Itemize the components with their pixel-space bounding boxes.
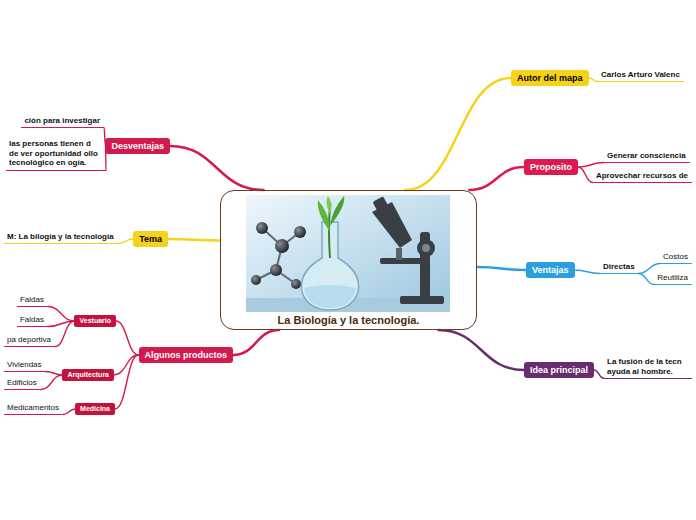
branch-topic: Idea principal [524,362,594,378]
topic-text: Directas [603,262,635,272]
leaf-topic: Directas [600,262,639,275]
topic-text: pa deportiva [7,335,51,345]
topic-text: Proposito [530,162,572,172]
branch-topic: Arquitectura [62,369,114,381]
branch-line [63,409,75,415]
branch-line [469,167,524,190]
topic-text: Viviendas [7,360,42,370]
leaf-topic: Aprovechar recursos de [593,171,692,184]
topic-text: Generar consciencia [607,151,686,161]
topic-text: Faldas [20,315,44,325]
branch-line [438,330,524,370]
leaf-topic: las personas tienen d de ver oportunidad… [6,139,106,171]
branch-line [115,355,139,409]
branch-topic: Algunos productos [139,347,234,363]
leaf-topic: Costos [660,252,692,265]
branch-topic: Vestuario [74,315,116,327]
topic-text: Algunos productos [145,350,228,360]
branch-line [233,330,279,355]
branch-line [170,146,264,190]
leaf-topic: Faldas [17,315,48,328]
leaf-topic: Reutiliza [654,273,692,286]
leaf-topic: La fusión de la tecn ayuda al hombre. [604,357,692,379]
branch-line [55,321,74,347]
branch-line [46,372,63,375]
leaf-topic: M: La bilogía y la tecnología [4,232,118,245]
branch-line [41,375,63,390]
branch-topic: Proposito [524,159,578,175]
branch-line [594,370,604,378]
topic-text: Autor del mapa [517,73,583,83]
topic-text: Carlos Arturo Valenc [601,70,680,80]
leaf-topic: Carlos Arturo Valenc [598,70,684,83]
topic-text: M: La bilogía y la tecnología [7,232,114,242]
topic-text: Ventajas [532,265,569,275]
leaf-topic: Faldas [17,295,48,308]
topic-text: Edificios [7,378,37,388]
branch-line [48,307,74,321]
branch-line [477,267,526,270]
topic-text: ción para investigar [24,116,100,126]
branch-line [589,78,598,82]
topic-text: Costos [663,252,688,262]
topic-text: Aprovechar recursos de [596,171,688,181]
leaf-topic: Medicamentos [4,403,63,416]
branch-line [405,78,511,190]
branch-line [116,321,139,355]
branch-topic: Tema [133,231,168,247]
leaf-topic: Edificios [4,378,41,391]
topic-text: La fusión de la tecn ayuda al hombre. [607,357,688,376]
topic-text: Tema [139,234,162,244]
branch-line [578,163,604,167]
branch-line [168,239,220,240]
topic-text: Medicina [80,405,110,413]
topic-text: La Biología y la tecnología. [278,314,420,326]
topic-text: Reutiliza [657,273,688,283]
leaf-topic: ción para investigar [21,116,104,129]
topic-text: Desventajas [111,141,164,151]
topic-text: Arquitectura [67,371,109,379]
branch-topic: Ventajas [526,262,575,278]
topic-text: Faldas [20,295,44,305]
central-topic: La Biología y la tecnología. [220,190,477,330]
topic-text: Vestuario [79,317,111,325]
topic-text: Medicamentos [7,403,59,413]
branch-line [639,274,655,285]
leaf-topic: pa deportiva [4,335,55,348]
branch-line [118,239,133,244]
branch-topic: Autor del mapa [511,70,589,86]
branch-line [578,167,593,183]
branch-line [575,270,600,274]
leaf-topic: Generar consciencia [604,151,690,164]
topic-text: las personas tienen d de ver oportunidad… [9,139,102,168]
branch-topic: Medicina [75,403,115,415]
leaf-topic: Viviendas [4,360,46,373]
branch-topic: Desventajas [105,138,170,154]
topic-text: Idea principal [530,365,588,375]
